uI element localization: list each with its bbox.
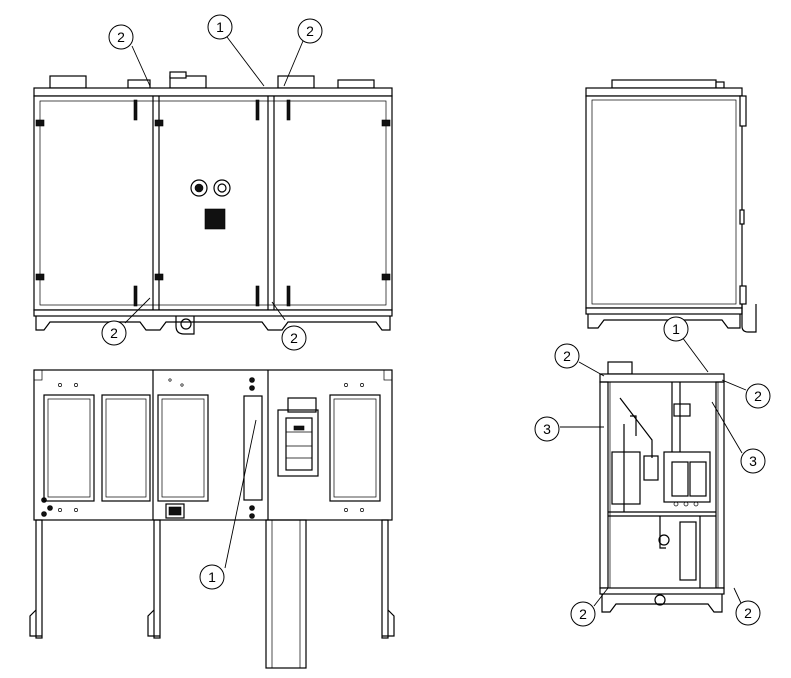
callout-10: 3 <box>534 416 560 442</box>
callout-11: 3 <box>740 448 766 474</box>
callout-label: 2 <box>290 330 298 346</box>
callout-5: 2 <box>281 325 307 351</box>
leader-lines <box>124 32 747 607</box>
callout-label: 2 <box>306 23 314 39</box>
callout-7: 1 <box>663 316 689 342</box>
callout-8: 2 <box>554 343 580 369</box>
callouts: 1 2 2 2 2 1 1 2 <box>101 14 771 627</box>
callout-label: 2 <box>563 348 571 364</box>
side-view-open <box>599 361 725 613</box>
callout-label: 2 <box>579 606 587 622</box>
callout-label: 3 <box>749 453 757 469</box>
callout-4: 2 <box>101 320 127 346</box>
callout-13: 2 <box>735 600 761 626</box>
callout-label: 1 <box>672 321 680 337</box>
callout-label: 2 <box>754 388 762 404</box>
front-view-open <box>29 369 395 669</box>
callout-label: 1 <box>208 569 216 585</box>
side-view <box>585 79 757 333</box>
callout-label: 2 <box>110 325 118 341</box>
callout-12: 2 <box>570 601 596 627</box>
callout-label: 2 <box>744 605 752 621</box>
callout-3: 2 <box>297 18 323 44</box>
callout-label: 2 <box>117 29 125 45</box>
callout-9: 2 <box>745 383 771 409</box>
front-view <box>33 71 393 335</box>
callout-label: 3 <box>543 421 551 437</box>
callout-2: 2 <box>108 24 134 50</box>
callout-label: 1 <box>216 19 224 35</box>
callout-1: 1 <box>207 14 233 40</box>
callout-6: 1 <box>199 564 225 590</box>
